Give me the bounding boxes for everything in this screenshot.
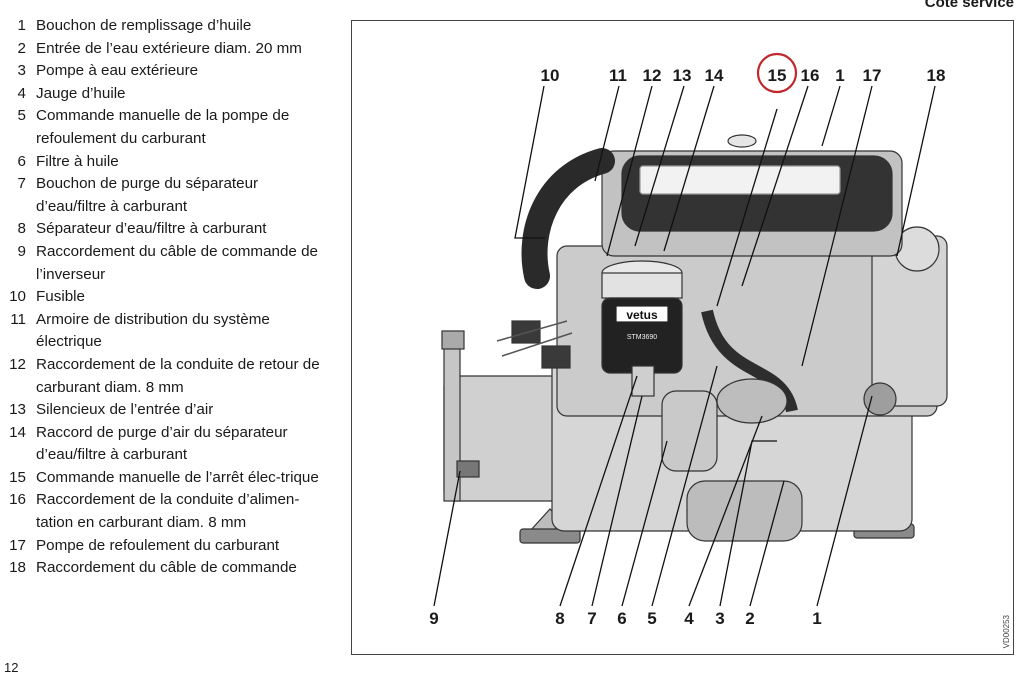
callout-label-13: 13 [673,66,692,85]
part-number: 5 [17,107,26,125]
filter-brand-text: vetus [626,308,658,322]
part-number: 18 [9,559,26,577]
part-number: 10 [9,288,26,306]
list-item: 14 Raccord de purge d’air du séparateur d… [4,422,324,467]
figure-code: VD00253 [1002,614,1011,648]
part-description: Raccordement de la conduite d’alimen-tat… [36,491,300,532]
callout-label-6: 6 [617,609,626,628]
highlight-circle [756,52,798,94]
list-item: 1 Bouchon de remplissage d’huile [4,15,324,38]
part-description: Raccord de purge d’air du séparateur d’e… [36,423,288,464]
parts-legend-list: 1 Bouchon de remplissage d’huile 2 Entrée … [4,15,324,580]
callout-label-14: 14 [705,66,724,85]
list-item: 12 Raccordement de la conduite de retour … [4,354,324,399]
list-item: 18 Raccordement du câble de commande [4,557,324,580]
list-item: 2 Entrée de l’eau extérieure diam. 20 mm [4,38,324,61]
part-description: Pompe à eau extérieure [36,62,199,80]
engine-figure: vetus STM3690 10 11 [351,20,1014,655]
list-item: 3 Pompe à eau extérieure [4,60,324,83]
list-item: 11 Armoire de distribution du système éle… [4,309,324,354]
part-description: Raccordement du câble de commande de l’i… [36,242,318,283]
part-number: 12 [9,355,26,373]
part-description: Armoire de distribution du système élect… [36,310,270,351]
list-item: 6 Filtre à huile [4,151,324,174]
part-description: Séparateur d’eau/filtre à carburant [36,220,267,238]
page-header-title: Côte service [924,0,1014,11]
part-number: 2 [17,39,26,57]
filter-model-text: STM3690 [627,334,657,341]
engine-illustration: vetus STM3690 10 11 [429,52,948,628]
part-number: 3 [17,62,26,80]
callout-label-7: 7 [587,609,596,628]
part-number: 7 [17,175,26,193]
list-item: 10 Fusible [4,286,324,309]
part-number: 16 [9,491,26,509]
part-description: Fusible [36,288,85,306]
part-number: 4 [17,84,26,102]
part-number: 15 [9,468,26,486]
callout-label-1-top: 1 [835,66,844,85]
callout-label-11: 11 [609,66,627,85]
part-description: Bouchon de purge du séparateur d’eau/fil… [36,175,259,215]
list-item: 16 Raccordement de la conduite d’alimen-t… [4,489,324,534]
list-item: 4 Jauge d’huile [4,83,324,106]
engine-drawing [441,134,948,544]
part-number: 9 [17,242,26,260]
part-number: 6 [17,152,26,170]
callout-label-9: 9 [429,609,438,628]
callout-label-16: 16 [801,66,820,85]
callout-label-5: 5 [647,609,656,628]
callout-label-2: 2 [745,609,754,628]
callout-label-10: 10 [541,66,560,85]
part-number: 17 [9,536,26,554]
part-description: Raccordement du câble de commande [36,559,297,577]
callout-label-1-bottom: 1 [812,609,821,628]
part-number: 1 [17,17,26,34]
callout-label-8: 8 [555,609,564,628]
part-description: Entrée de l’eau extérieure diam. 20 mm [36,39,302,57]
callout-label-18: 18 [927,66,946,85]
part-description: Commande manuelle de la pompe de refoule… [36,107,290,147]
callout-label-4: 4 [684,609,694,628]
part-description: Pompe de refoulement du carburant [36,536,280,554]
part-description: Filtre à huile [36,152,119,170]
part-description: Bouchon de remplissage d’huile [36,17,252,34]
part-description: Jauge d’huile [36,84,126,102]
list-item: 7 Bouchon de purge du séparateur d’eau/fi… [4,173,324,218]
list-item: 15 Commande manuelle de l’arrêt élec-triq… [4,467,324,490]
callout-label-15: 15 [768,66,787,85]
part-number: 13 [9,401,26,419]
part-description: Raccordement de la conduite de retour de… [36,355,320,396]
list-item: 5 Commande manuelle de la pompe de refoul… [4,105,324,150]
part-description: Silencieux de l’entrée d’air [36,401,214,419]
callout-label-3: 3 [715,609,724,628]
list-item: 8 Séparateur d’eau/filtre à carburant [4,218,324,241]
list-item: 13 Silencieux de l’entrée d’air [4,399,324,422]
callout-label-12: 12 [643,66,662,85]
callout-label-17: 17 [863,66,882,85]
part-description: Commande manuelle de l’arrêt élec-trique [36,468,319,486]
callout-lines [433,85,936,607]
part-number: 14 [9,423,26,441]
part-number: 11 [10,310,26,328]
page-number: 12 [4,660,19,675]
part-number: 8 [17,220,26,238]
list-item: 17 Pompe de refoulement du carburant [4,535,324,558]
list-item: 9 Raccordement du câble de commande de l’… [4,241,324,286]
